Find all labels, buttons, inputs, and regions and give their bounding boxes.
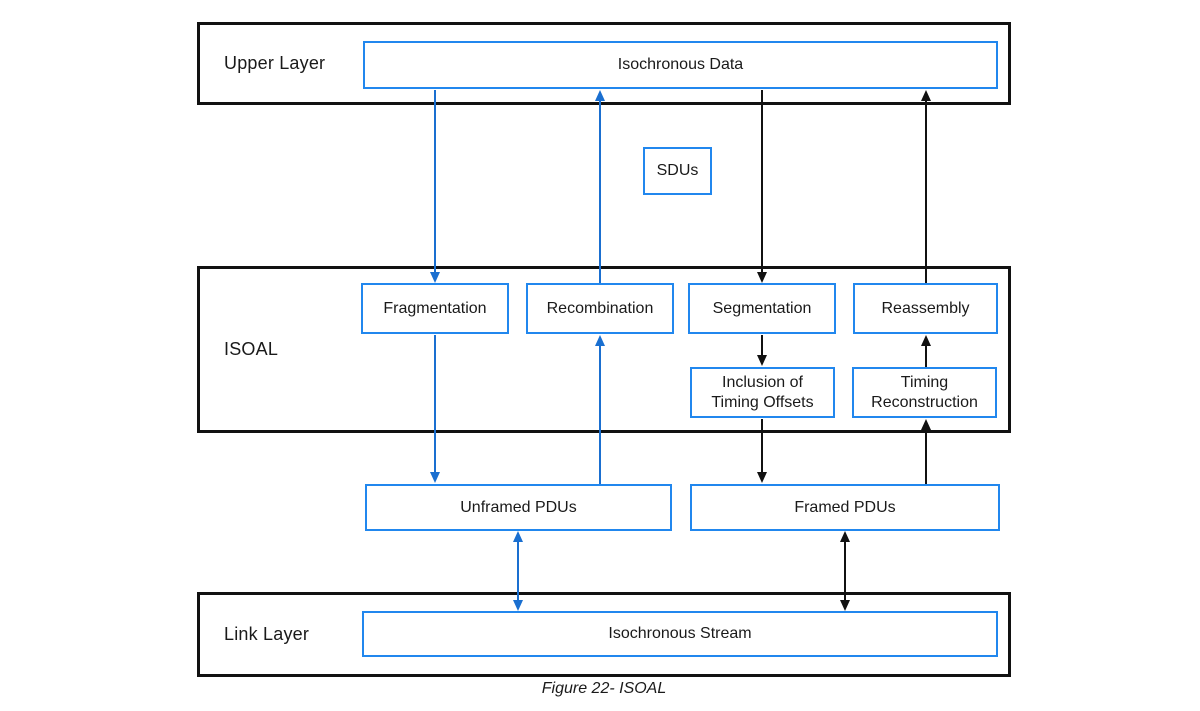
node-reassembly: Reassembly <box>853 283 998 334</box>
node-segmentation: Segmentation <box>688 283 836 334</box>
node-framed-pdus-label: Framed PDUs <box>794 498 896 516</box>
node-sdus-label: SDUs <box>656 162 699 179</box>
node-isochronous-data: Isochronous Data <box>363 41 998 89</box>
node-inclusion-of-timing-offsets: Inclusion of Timing Offsets <box>690 367 835 418</box>
node-timing-reconstruction-label: Timing Reconstruction <box>871 373 978 411</box>
isoal-layer-label: ISOAL <box>224 339 279 359</box>
node-isochronous-stream-label: Isochronous Stream <box>608 625 752 642</box>
node-framed-pdus: Framed PDUs <box>690 484 1000 531</box>
node-timing-reconstruction: Timing Reconstruction <box>852 367 997 418</box>
node-unframed-pdus: Unframed PDUs <box>365 484 672 531</box>
arrow-reassembly-to-isochronous-data <box>921 90 931 283</box>
node-segmentation-label: Segmentation <box>712 299 812 317</box>
node-unframed-pdus-label: Unframed PDUs <box>460 498 577 516</box>
arrow-isochronous-data-to-fragmentation <box>430 90 440 283</box>
node-recombination: Recombination <box>526 283 674 334</box>
node-recombination-label: Recombination <box>546 299 654 317</box>
node-isochronous-data-label: Isochronous Data <box>617 56 744 73</box>
link-layer-label: Link Layer <box>224 624 310 644</box>
figure-caption: Figure 22- ISOAL <box>541 680 667 697</box>
node-reassembly-label: Reassembly <box>881 299 970 317</box>
upper-layer-label: Upper Layer <box>224 53 326 73</box>
node-fragmentation: Fragmentation <box>361 283 509 334</box>
arrow-isochronous-data-to-segmentation <box>757 90 767 283</box>
node-fragmentation-label: Fragmentation <box>383 299 487 317</box>
arrow-recombination-to-isochronous-data <box>595 90 605 283</box>
node-sdus: SDUs <box>643 147 712 195</box>
node-isochronous-stream: Isochronous Stream <box>362 611 998 657</box>
node-inclusion-of-timing-offsets-label: Inclusion of Timing Offsets <box>711 373 814 411</box>
